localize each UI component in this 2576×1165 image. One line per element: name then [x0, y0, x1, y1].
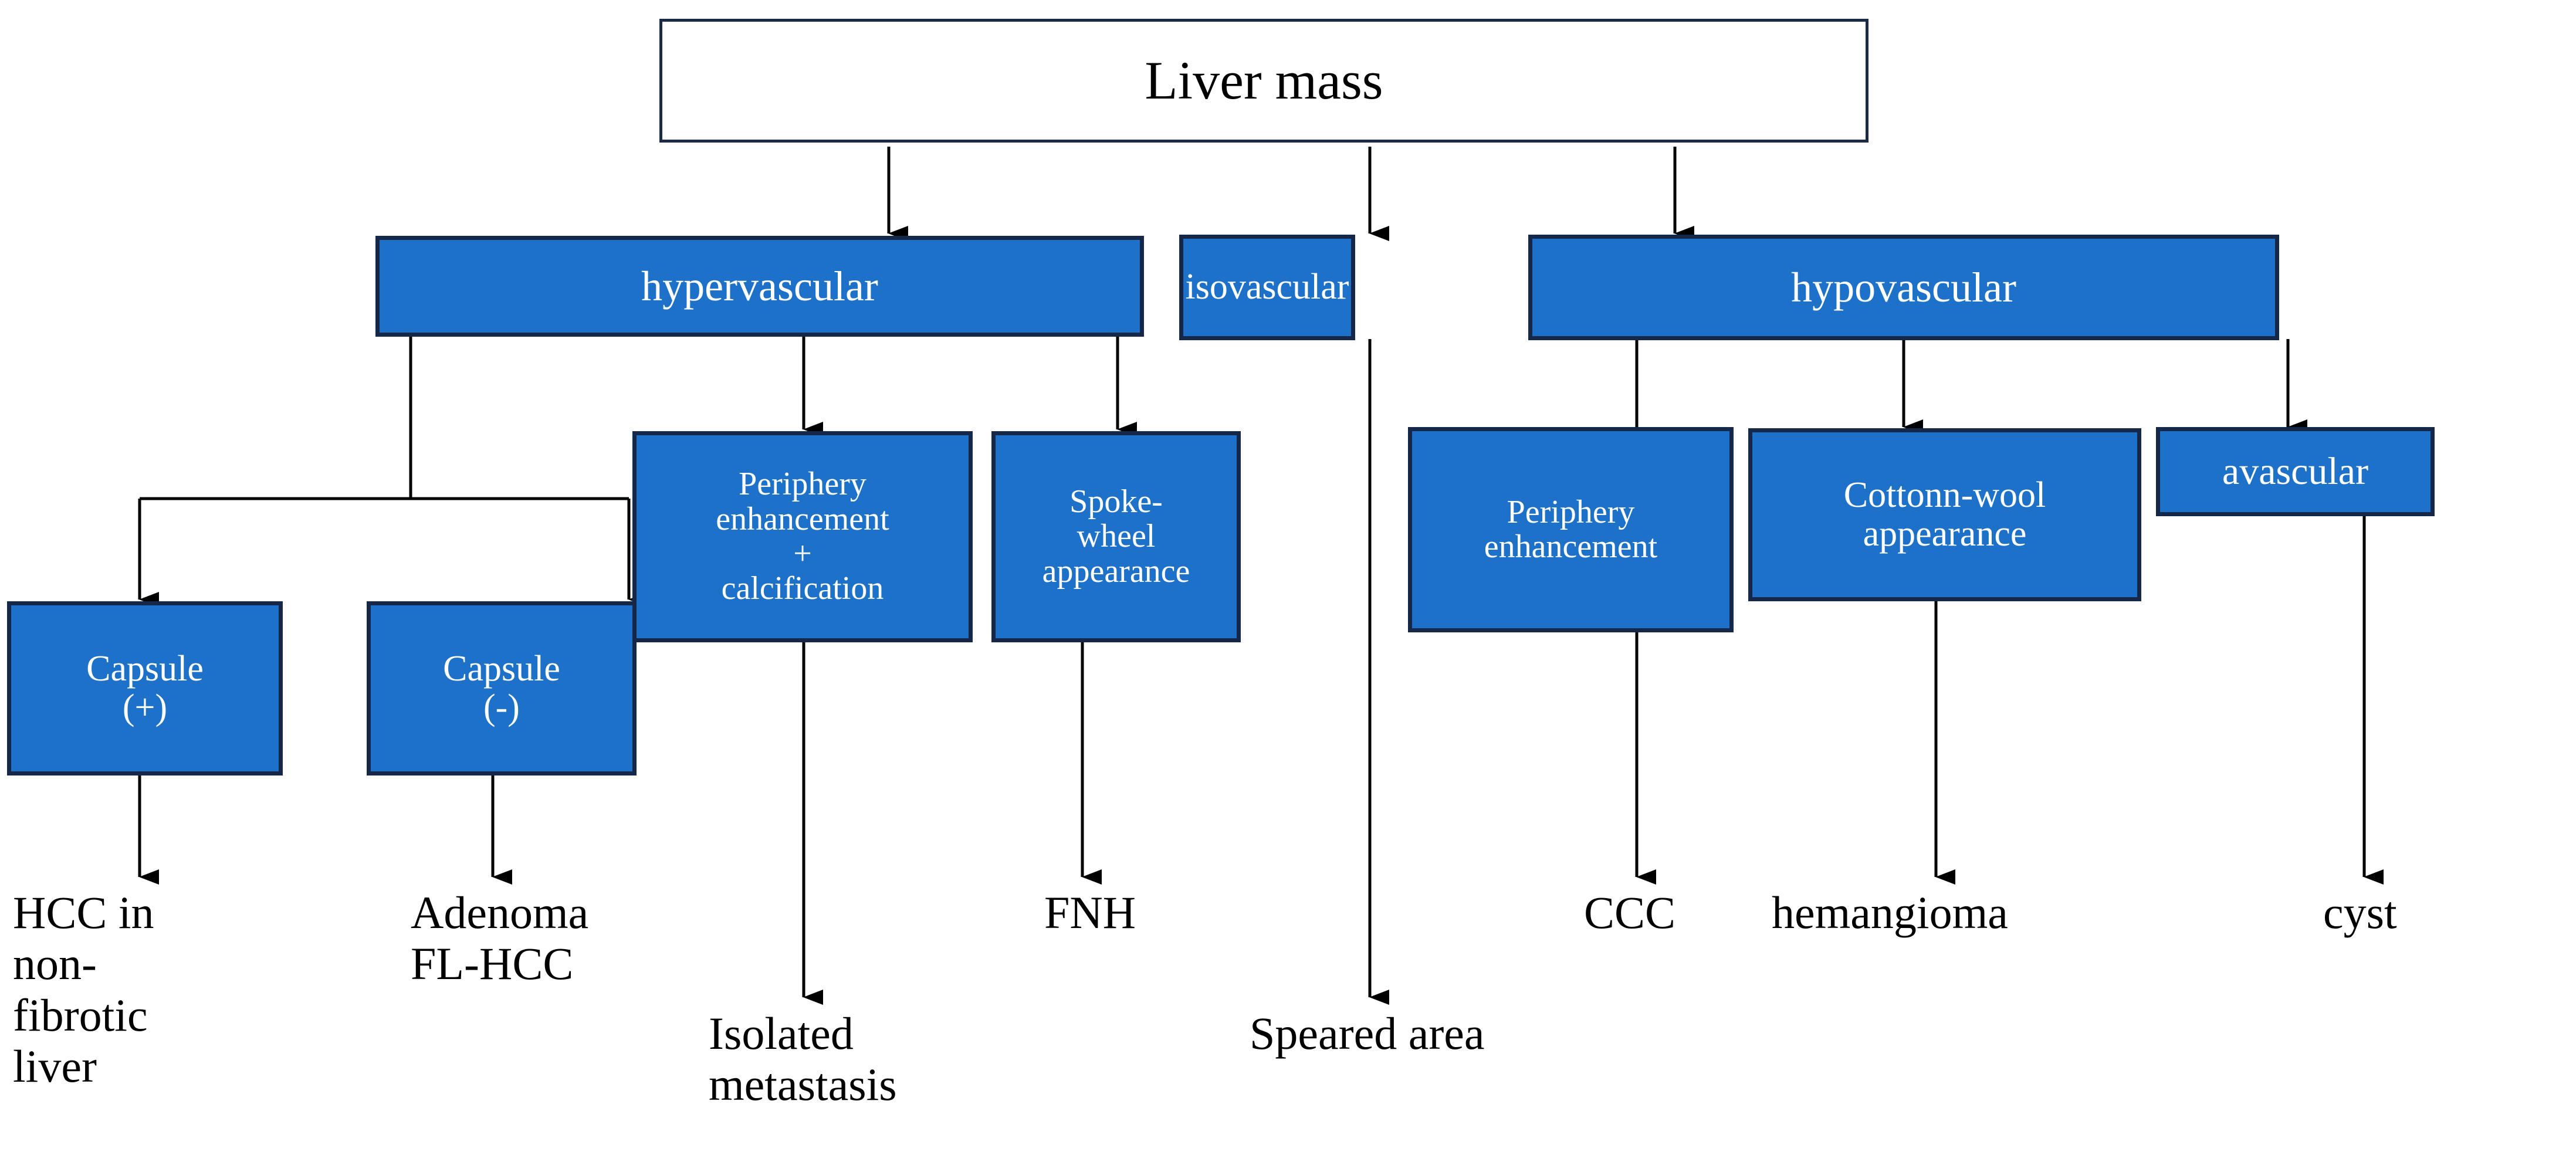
node-periphery-enhancement-calcification[interactable]: Periphery enhancement + calcification	[632, 431, 973, 642]
node-avascular[interactable]: avascular	[2156, 427, 2435, 516]
node-periphery-enhancement-calcification-label: Periphery enhancement + calcification	[716, 466, 889, 607]
node-isovascular[interactable]: isovascular	[1179, 235, 1355, 340]
leaf-ccc: CCC	[1584, 887, 1676, 938]
leaf-hcc-in-non-fibrotic-liver: HCC in non- fibrotic liver	[13, 887, 154, 1092]
node-capsule-positive-label: Capsule (+)	[86, 648, 204, 727]
leaf-speared-area: Speared area	[1250, 1008, 1485, 1059]
node-spoke-wheel-appearance-label: Spoke- wheel appearance	[1042, 483, 1190, 590]
node-periphery-enhancement[interactable]: Periphery enhancement	[1408, 427, 1734, 632]
node-capsule-negative-label: Capsule (-)	[443, 648, 560, 727]
node-hypervascular[interactable]: hypervascular	[375, 236, 1144, 337]
node-liver-mass[interactable]: Liver mass	[659, 19, 1868, 143]
node-hypovascular[interactable]: hypovascular	[1528, 235, 2279, 340]
node-liver-mass-label: Liver mass	[1145, 50, 1383, 110]
leaf-fnh: FNH	[1044, 887, 1136, 938]
node-capsule-negative[interactable]: Capsule (-)	[367, 601, 637, 775]
leaf-hemangioma: hemangioma	[1772, 887, 2008, 938]
node-spoke-wheel-appearance[interactable]: Spoke- wheel appearance	[991, 431, 1241, 642]
leaf-cyst: cyst	[2323, 887, 2397, 938]
node-capsule-positive[interactable]: Capsule (+)	[7, 601, 283, 775]
leaf-adenoma-fl-hcc: Adenoma FL-HCC	[411, 887, 589, 990]
node-cottonn-wool-appearance[interactable]: Cottonn-wool appearance	[1748, 428, 2141, 601]
leaf-isolated-metastasis: Isolated metastasis	[709, 1008, 897, 1110]
node-periphery-enhancement-label: Periphery enhancement	[1484, 493, 1658, 565]
node-hypervascular-label: hypervascular	[641, 262, 878, 310]
node-hypovascular-label: hypovascular	[1791, 263, 2016, 311]
node-cottonn-wool-appearance-label: Cottonn-wool appearance	[1843, 475, 2046, 554]
node-isovascular-label: isovascular	[1185, 267, 1349, 307]
node-avascular-label: avascular	[2222, 450, 2369, 493]
